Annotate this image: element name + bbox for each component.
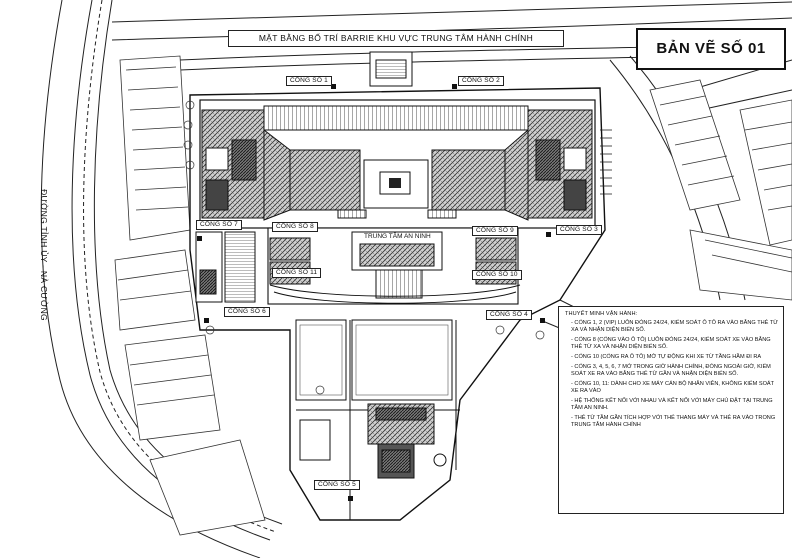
drawing-number: BẢN VẼ SỐ 01 [636,28,786,70]
gate-9-label: CỔNG SỐ 9 [472,226,518,236]
gate-7-label: CỔNG SỐ 7 [196,220,242,230]
notes-title: THUYẾT MINH VẬN HÀNH: [565,311,638,317]
security-center-label: TRUNG TÂM AN NINH [362,233,433,240]
gate-8-label: CỔNG SỐ 8 [272,222,318,232]
gate-5-label: CỔNG SỐ 5 [314,480,360,490]
right-parking [600,129,612,195]
barrier-markers [197,84,551,501]
notes-item: - CỔNG 1, 2 (VIP) LUÔN ĐÓNG 24/24, KIỂM … [571,320,779,333]
gate-2-label: CỔNG SỐ 2 [458,76,504,86]
left-parking [224,231,256,303]
notes-item: - CỔNG 8 (CỔNG VÀO Ô TÔ) LUÔN ĐÓNG 24/24… [571,337,771,350]
gate-3-label: CỔNG SỐ 3 [556,225,602,235]
gate-11-label: CỔNG SỐ 11 [272,268,322,278]
left-lots [114,55,266,536]
notes-item: - THẺ TỪ TẦM GẦN TÍCH HỢP VỚI THẺ THANG … [571,415,776,428]
plan-title: MẶT BẰNG BỐ TRÍ BARRIE KHU VỰC TRUNG TÂM… [228,30,564,47]
road-name-label: ĐƯỜNG TỈNH ỦY - NÀ CƯỜNG [8,140,80,370]
gate-4-label: CỔNG SỐ 4 [486,310,532,320]
lower-building [299,403,447,479]
operation-notes-box: THUYẾT MINH VẬN HÀNH: - CỔNG 1, 2 (VIP) … [558,306,784,514]
right-wing [527,109,593,219]
central-canopy [263,105,529,221]
right-lots [649,79,792,301]
notes-item: - CỔNG 10, 11: DÀNH CHO XE MÁY CÁN BỘ NH… [571,381,774,394]
notes-item: - CỔNG 3, 4, 5, 6, 7 MỞ TRONG GIỜ HÀNH C… [571,364,771,377]
notes-item: - CỔNG 10 (CỔNG RA Ô TÔ) MỞ TỰ ĐỘNG KHI … [571,354,762,360]
site-boundary [189,87,606,521]
gate-10-label: CỔNG SỐ 10 [472,270,522,280]
gate-6-label: CỔNG SỐ 6 [224,307,270,317]
gate-1-label: CỔNG SỐ 1 [286,76,332,86]
road-name-text: ĐƯỜNG TỈNH ỦY - NÀ CƯỜNG [39,189,49,321]
left-wing [201,109,265,219]
notes-item: - HỆ THỐNG KẾT NỐI VỚI NHAU VÀ KẾT NỐI V… [571,398,773,411]
